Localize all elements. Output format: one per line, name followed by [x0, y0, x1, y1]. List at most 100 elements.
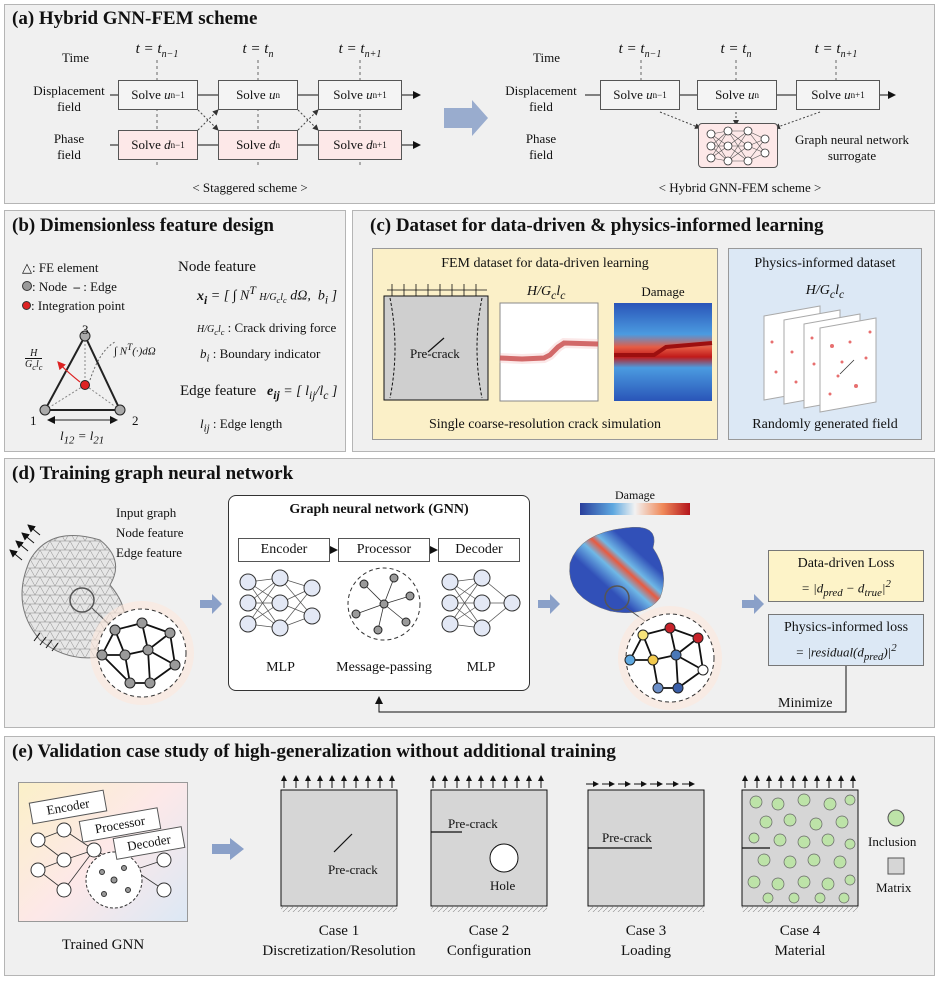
t-prev-label-right: t = tn−1	[618, 41, 662, 61]
disp-label-right-2: field	[529, 99, 553, 114]
damage-output-graph	[569, 503, 722, 710]
trained-gnn-label: Trained GNN	[61, 937, 145, 953]
case2-title: Case 2	[468, 923, 510, 939]
triangle-icon: △	[22, 260, 32, 275]
panel-b	[4, 210, 346, 452]
dd-loss-box	[768, 550, 924, 602]
encoder-box: Encoder	[238, 538, 330, 562]
time-label-right: Time	[533, 50, 560, 65]
case2-hole-label: Hole	[490, 878, 516, 893]
pi-loss-box	[768, 614, 924, 666]
crack-driving-row: H/Gclc : Crack driving force	[197, 320, 337, 337]
h-field-image	[499, 302, 599, 402]
caption-staggered: < Staggered scheme >	[192, 180, 308, 195]
message-passing-label: Message-passing	[336, 660, 432, 675]
edge-length-row: lij : Edge length	[200, 416, 283, 435]
t-next-label-right: t = tn+1	[814, 41, 858, 61]
case1-load-arrows	[281, 775, 395, 788]
damage-label-c: Damage	[641, 284, 685, 299]
integration-point-icon	[22, 301, 31, 310]
inclusion-icon	[887, 809, 905, 827]
case4-title: Case 4	[779, 923, 821, 939]
damage-field-image	[614, 303, 713, 401]
message-passing-icon	[347, 567, 421, 641]
legend-fe: △: FE element	[22, 260, 99, 275]
pi-h-ratio: H/Gclc	[805, 283, 845, 301]
t-next-label: t = tn+1	[338, 41, 382, 61]
mlp-encoder-label: MLP	[266, 660, 295, 675]
phase-label-right-1: Phase	[525, 131, 557, 146]
trained-gnn-network	[30, 822, 172, 909]
pi-dataset-caption: Randomly generated field	[752, 417, 898, 432]
decoder-box: Decoder	[438, 538, 520, 562]
case2-subtitle: Configuration	[446, 943, 532, 959]
node-3-label: 3	[82, 322, 89, 337]
dd-loss-title: Data-driven Loss	[797, 556, 895, 571]
random-field-stack	[763, 305, 877, 413]
pi-dataset-title: Physics-informed dataset	[754, 256, 896, 271]
case3-title: Case 3	[625, 923, 667, 939]
node-2-label: 2	[132, 413, 139, 428]
neural-network-icon	[706, 126, 770, 165]
case2-precrack-label: Pre-crack	[448, 816, 498, 831]
t-cur-label-right: t = tn	[720, 41, 752, 61]
edge-feature-title: Edge feature	[180, 383, 257, 399]
node-1-label: 1	[30, 413, 37, 428]
panel-b-title: (b) Dimensionless feature design	[12, 215, 274, 236]
edge-icon: –	[73, 279, 81, 294]
fem-precrack-label: Pre-crack	[410, 346, 460, 361]
matrix-icon	[887, 857, 905, 875]
disp-label-right-1: Displacement	[505, 83, 577, 98]
case1-subtitle: Discretization/Resolution	[262, 943, 416, 959]
gnn-surrogate-box	[698, 123, 778, 168]
t-cur-label: t = tn	[242, 41, 274, 61]
gnn-box-title: Graph neural network (GNN)	[289, 502, 469, 517]
legend-ip: : Integration point	[22, 298, 125, 313]
mlp-decoder-icon	[441, 569, 521, 637]
l12-label: l12 = l21	[60, 428, 105, 447]
panel-d-title: (d) Training graph neural network	[12, 463, 294, 484]
panel-a-title: (a) Hybrid GNN-FEM scheme	[12, 8, 258, 29]
pi-loss-eq: = |residual(dpred)|2	[795, 642, 897, 663]
gnn-surrogate-label-1: Graph neural network	[794, 132, 910, 147]
legend-node: : Node – : Edge	[22, 279, 117, 294]
disp-label-2: field	[57, 99, 81, 114]
case3-subtitle: Loading	[621, 943, 671, 959]
processor-box: Processor	[338, 538, 430, 562]
pi-loss-title: Physics-informed loss	[783, 620, 909, 635]
fem-dataset-title: FEM dataset for data-driven learning	[441, 256, 649, 271]
gnn-surrogate-label-2: surrogate	[827, 148, 877, 163]
caption-hybrid: < Hybrid GNN-FEM scheme >	[658, 180, 822, 195]
case1-precrack-label: Pre-crack	[328, 862, 378, 877]
input-graph-mesh	[9, 524, 194, 705]
blue-arrow-e	[212, 838, 244, 860]
case4-subtitle: Material	[774, 943, 826, 959]
mlp-decoder-label: MLP	[466, 660, 496, 675]
fe-triangle-diagram	[39, 330, 126, 424]
fem-specimen	[383, 284, 489, 401]
phase-label-1: Phase	[53, 131, 85, 146]
case1-title: Case 1	[318, 923, 360, 939]
mlp-encoder-icon	[239, 569, 321, 637]
panel-e-title: (e) Validation case study of high-genera…	[12, 741, 616, 762]
node-feature-label: Node feature	[116, 525, 184, 540]
integral-label: ∫ NT(·)dΩ	[114, 342, 156, 358]
blue-arrow-d2	[538, 594, 560, 614]
inclusion-label: Inclusion	[868, 834, 917, 849]
disp-label-1: Displacement	[33, 83, 105, 98]
node-feature-eq: xi = [ ∫ NT H/Gclc dΩ, bi ]	[197, 284, 338, 307]
t-prev-label: t = tn−1	[135, 41, 179, 61]
panel-c-title: (c) Dataset for data-driven & physics-in…	[370, 215, 824, 236]
input-graph-label: Input graph	[116, 505, 177, 520]
